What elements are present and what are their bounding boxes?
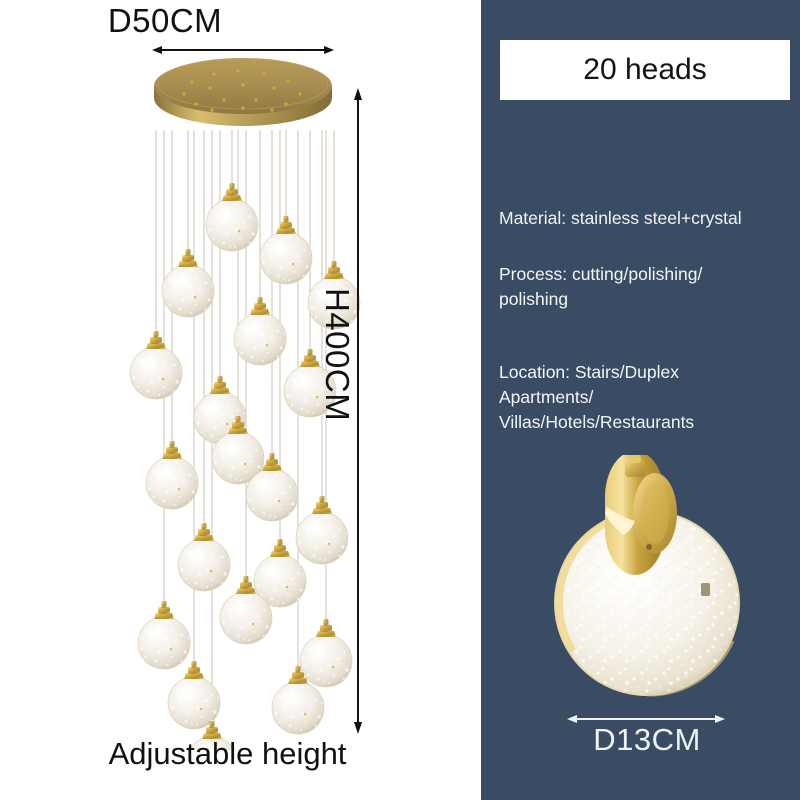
sconce-dimension-label: D13CM	[593, 722, 701, 757]
width-dimension-label: D50CM	[107, 2, 223, 39]
pendant-group	[129, 130, 361, 790]
heads-count-badge: 20 heads	[500, 40, 790, 100]
sconce-dimension-arrow	[567, 715, 725, 723]
spec-process-line-2: polishing	[499, 289, 569, 309]
spec-location-line-2: Apartments/	[499, 387, 594, 407]
adjustable-height-caption: Adjustable height	[108, 736, 347, 771]
wall-sconce-photo	[554, 455, 740, 697]
heads-count-label: 20 heads	[583, 53, 707, 86]
spec-process-line-1: Process: cutting/polishing/	[499, 264, 703, 284]
height-dimension-label: H400CM	[319, 288, 356, 422]
spec-location-line-3: Villas/Hotels/Restaurants	[499, 412, 695, 432]
spec-location-line-1: Location: Stairs/Duplex	[499, 362, 679, 382]
ceiling-canopy	[154, 58, 332, 126]
spec-process: Process: cutting/polishing/ polishing	[499, 262, 702, 312]
spec-location: Location: Stairs/Duplex Apartments/ Vill…	[499, 360, 694, 435]
chandelier-diagram-panel: D50CM	[107, 2, 370, 790]
height-dimension-arrow	[354, 88, 362, 734]
width-dimension-arrow	[152, 46, 334, 54]
specification-panel: 20 heads Material: stainless steel+cryst…	[481, 0, 800, 800]
spec-material: Material: stainless steel+crystal	[499, 208, 742, 228]
pendant-cascade	[120, 130, 370, 790]
